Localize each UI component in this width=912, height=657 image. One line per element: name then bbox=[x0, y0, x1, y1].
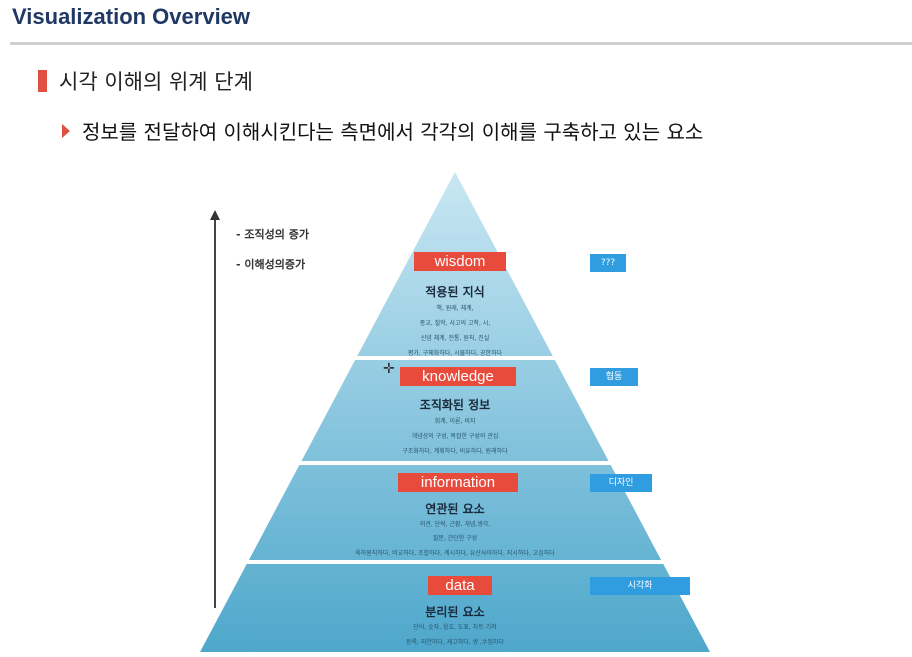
title-divider bbox=[10, 42, 912, 45]
level-label-information: information bbox=[398, 473, 518, 492]
level-label-wisdom: wisdom bbox=[414, 252, 506, 271]
level-title: 조직화된 정보 bbox=[419, 398, 491, 412]
side-box: 시각화 bbox=[590, 577, 690, 595]
level-title: 분리된 요소 bbox=[425, 605, 485, 619]
level-detail: 책, 원래, 체계, bbox=[436, 305, 474, 312]
axis-note: - 이해성의증가 bbox=[236, 258, 306, 271]
level-detail: 육하원칙하다, 비교하다, 조합하다, 계시하다, 유산사이하다, 지시하다, … bbox=[355, 550, 555, 557]
level-detail: 단어, 숫자, 음호, 도표, 차트 기저 bbox=[413, 624, 497, 631]
bullet-level2-text: 정보를 전달하여 이해시킨다는 측면에서 각각의 이해를 구축하고 있는 요소 bbox=[82, 120, 704, 144]
axis-line bbox=[214, 220, 216, 608]
bullet-level2: 정보를 전달하여 이해시킨다는 측면에서 각각의 이해를 구축하고 있는 요소 bbox=[62, 116, 703, 145]
square-bullet-icon bbox=[38, 70, 47, 92]
level-detail: 회계, 이론, 비지 bbox=[434, 418, 476, 425]
crosshair-cursor-icon: ✛ bbox=[383, 361, 395, 377]
level-detail: 등록, 지연하다, 재고하다, 쌍 ,수집하다 bbox=[405, 639, 505, 646]
pyramid-shape bbox=[200, 172, 710, 652]
bullet-level1-text: 시각 이해의 위계 단계 bbox=[59, 70, 253, 94]
side-box: 협동 bbox=[590, 368, 638, 386]
axis-note: - 조직성의 증가 bbox=[236, 228, 309, 241]
arrow-up-icon bbox=[210, 210, 220, 220]
level-detail: 의견, 단락, 근황, 개념,생각, bbox=[419, 521, 491, 528]
page-title: Visualization Overview bbox=[12, 4, 251, 29]
level-detail: 개념상의 구성, 복잡한 구성의 관심 bbox=[411, 433, 499, 440]
level-label-data: data bbox=[428, 576, 492, 595]
level-title: 적용된 지식 bbox=[425, 285, 485, 299]
level-detail: 종교, 철학, 사고의 고착, 시, bbox=[419, 320, 491, 327]
triangle-bullet-icon bbox=[62, 123, 70, 138]
level-detail: 질문, 간단한 구성 bbox=[432, 535, 478, 542]
side-box: 디자인 bbox=[590, 474, 652, 492]
level-detail: 신념 체계, 전통, 원칙, 진실 bbox=[420, 335, 490, 342]
level-title: 연관된 요소 bbox=[425, 502, 485, 516]
level-detail: 평가, 구체화하다, 시뮬하다, 공한하다 bbox=[407, 350, 503, 357]
bullet-level1: 시각 이해의 위계 단계 bbox=[38, 66, 253, 96]
level-label-knowledge: knowledge bbox=[400, 367, 516, 386]
level-detail: 구조화하다, 계획하다, 비유하다, 원래하다 bbox=[402, 448, 508, 455]
side-box: ??? bbox=[590, 254, 626, 272]
